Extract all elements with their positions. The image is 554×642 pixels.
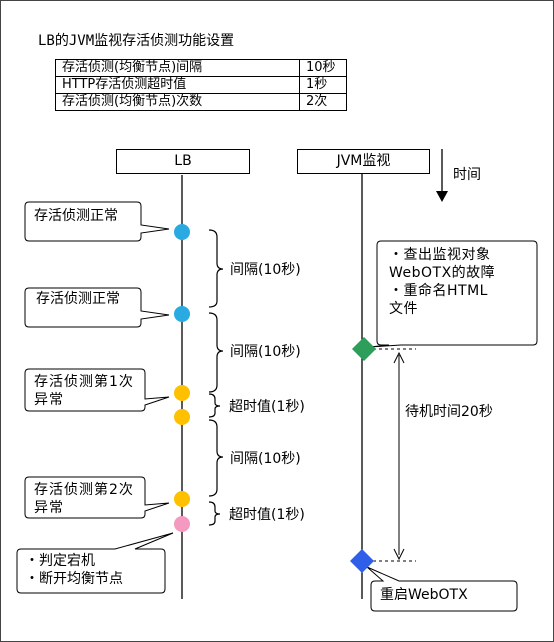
bubble-fail-2 bbox=[24, 476, 170, 519]
probe-ok-2-marker bbox=[174, 306, 190, 322]
time-arrow-head bbox=[436, 191, 448, 202]
brace-interval-1 bbox=[208, 229, 224, 308]
callout-probe-ok-1-text: 存活侦测正常 bbox=[34, 208, 118, 224]
table-row: HTTP存活侦测超时值 1秒 bbox=[55, 76, 347, 94]
probe-down-marker bbox=[174, 516, 190, 532]
callout-jvm-action-line-1: ・查出监视对象WebOTX的故障 bbox=[389, 247, 496, 281]
callout-judge-line-2: ・断开均衡节点 bbox=[25, 571, 123, 587]
setting-value: 10秒 bbox=[299, 59, 347, 77]
lane-header-jvm: JVM监视 bbox=[297, 149, 430, 174]
brace-timeout-2 bbox=[208, 501, 221, 526]
brace-interval-3 bbox=[208, 419, 224, 497]
interval-3-label: 间隔(10秒) bbox=[230, 451, 301, 467]
bubble-jvm-action bbox=[368, 240, 538, 348]
probe-ok-1-marker bbox=[174, 224, 190, 240]
jvm-restart-marker bbox=[350, 549, 374, 573]
callout-fail-2-text: 存活侦测第2次异常 bbox=[34, 482, 134, 516]
callout-judge-line-1: ・判定宕机 bbox=[25, 553, 95, 569]
callout-probe-ok-2-text: 存活侦测正常 bbox=[36, 291, 120, 307]
bubble-probe-ok-2 bbox=[24, 287, 170, 328]
callout-fail-1-text: 存活侦测第1次异常 bbox=[34, 374, 134, 408]
table-row: 存活侦测(均衡节点)次数 2次 bbox=[55, 93, 347, 111]
jvm-detect-marker bbox=[352, 337, 376, 361]
brace-interval-2 bbox=[208, 312, 224, 393]
timeout-1-label: 超时值(1秒) bbox=[229, 399, 305, 415]
probe-fail-1a-marker bbox=[174, 385, 190, 401]
bubble-restart bbox=[366, 566, 518, 612]
bubble-judge bbox=[16, 532, 174, 594]
callout-restart-text: 重启WebOTX bbox=[380, 587, 468, 603]
lane-header-lb: LB bbox=[116, 149, 250, 174]
wait-label: 待机时间20秒 bbox=[405, 404, 493, 420]
interval-1-label: 间隔(10秒) bbox=[230, 262, 301, 278]
wait-arrow-top bbox=[393, 351, 405, 364]
interval-2-label: 间隔(10秒) bbox=[230, 344, 301, 360]
brace-timeout-1 bbox=[208, 393, 221, 418]
time-label: 时间 bbox=[453, 167, 481, 183]
setting-name: 存活侦测(均衡节点)次数 bbox=[55, 93, 300, 111]
callout-jvm-action-text: ・查出监视对象WebOTX的故障 ・重命名HTML文件 bbox=[389, 246, 529, 318]
bubble-fail-1 bbox=[24, 368, 170, 412]
diagram-title: LB的JVM监视存活侦测功能设置 bbox=[38, 33, 235, 49]
timeout-2-label: 超时值(1秒) bbox=[229, 507, 305, 523]
probe-fail-1b-marker bbox=[174, 409, 190, 425]
wait-arrow-bottom bbox=[393, 548, 405, 561]
table-row: 存活侦测(均衡节点)间隔 10秒 bbox=[55, 59, 347, 77]
probe-fail-2-marker bbox=[174, 491, 190, 507]
bubble-probe-ok-1 bbox=[24, 201, 170, 242]
settings-table: 存活侦测(均衡节点)间隔 10秒 HTTP存活侦测超时值 1秒 存活侦测(均衡节… bbox=[55, 59, 347, 111]
callout-judge-text: ・判定宕机 ・断开均衡节点 bbox=[25, 552, 165, 588]
callout-jvm-action-line-2: ・重命名HTML文件 bbox=[389, 283, 488, 317]
setting-value: 2次 bbox=[299, 93, 347, 111]
